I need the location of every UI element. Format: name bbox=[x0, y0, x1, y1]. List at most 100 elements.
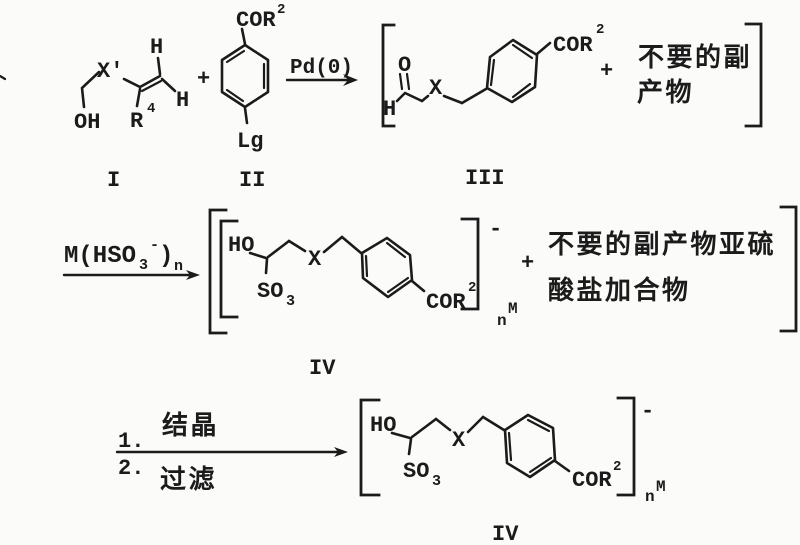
h-right-label: H bbox=[176, 88, 189, 113]
benzene-ring bbox=[503, 413, 557, 479]
bond bbox=[243, 106, 249, 125]
bond bbox=[122, 77, 142, 89]
close-bracket bbox=[616, 396, 636, 497]
bond bbox=[390, 431, 412, 440]
bond bbox=[410, 279, 426, 293]
compound-IV-product-structure: HO SO 3 X COR 2 - n M IV bbox=[370, 396, 666, 545]
bond bbox=[156, 56, 162, 76]
bisulfite-reagent-label: M(HSO bbox=[64, 243, 136, 270]
scan-artifact bbox=[0, 74, 7, 81]
cor-superscript: 2 bbox=[596, 22, 604, 38]
bond bbox=[395, 92, 406, 103]
aromatic-inner-bond bbox=[511, 82, 532, 99]
sulfonate-label: SO bbox=[257, 279, 283, 304]
condition-2-number: 2. bbox=[118, 456, 144, 481]
bond bbox=[248, 251, 268, 260]
oxygen-label: O bbox=[398, 53, 411, 78]
cor-superscript: 2 bbox=[613, 459, 621, 475]
arrow-head bbox=[343, 74, 358, 86]
open-bracket bbox=[359, 398, 381, 497]
bond bbox=[287, 239, 307, 253]
leaving-group-label: Lg bbox=[237, 129, 263, 154]
reagent-close-paren: ) bbox=[159, 243, 173, 270]
compound-III-id: III bbox=[465, 166, 505, 191]
cor-label: COR bbox=[572, 468, 612, 493]
superscript-m: M bbox=[508, 300, 518, 318]
byproduct-text-line1: 不要的副 bbox=[638, 42, 752, 73]
aromatic-inner-bond bbox=[385, 241, 407, 259]
hydroxyl-label: OH bbox=[74, 110, 100, 135]
cor-label: COR bbox=[426, 290, 466, 315]
reaction-arrow-3: 1. 结晶 2. 过滤 bbox=[115, 411, 348, 495]
reagent-subscript-3: 3 bbox=[139, 257, 148, 274]
inner-open-bracket bbox=[219, 219, 239, 319]
arrow-head bbox=[186, 270, 200, 280]
bond bbox=[466, 415, 485, 434]
aromatic-inner-bond bbox=[507, 431, 513, 462]
bond bbox=[403, 91, 424, 103]
byproduct-adduct-text-line1: 不要的副产物亚硫 bbox=[548, 229, 776, 260]
bond bbox=[160, 77, 177, 93]
sulfonate-subscript: 3 bbox=[432, 473, 441, 490]
compound-I-id: I bbox=[107, 168, 120, 193]
aromatic-inner-bond bbox=[528, 456, 553, 474]
h-top-label: H bbox=[150, 35, 163, 60]
aromatic-inner-bond bbox=[225, 49, 246, 64]
x-label: X bbox=[308, 247, 322, 272]
reagent-superscript-minus: - bbox=[150, 237, 159, 254]
r4-label: R bbox=[130, 109, 144, 134]
outer-open-bracket bbox=[208, 208, 228, 335]
bond bbox=[340, 235, 363, 255]
bond bbox=[264, 257, 269, 275]
compound-I-structure: OH X' R 4 H H I bbox=[74, 35, 189, 193]
condition-2-text: 过滤 bbox=[160, 465, 217, 495]
condition-1-text: 结晶 bbox=[162, 411, 219, 441]
superscript-m: M bbox=[656, 478, 666, 496]
x-label: X bbox=[429, 76, 443, 101]
bond bbox=[481, 415, 506, 432]
bond bbox=[322, 235, 344, 254]
compound-IV-id: IV bbox=[309, 356, 336, 381]
bond bbox=[410, 417, 438, 439]
arrow-head bbox=[334, 447, 348, 457]
bond bbox=[434, 417, 452, 432]
subscript-n: n bbox=[497, 312, 507, 330]
bond bbox=[553, 459, 571, 473]
condition-1-number: 1. bbox=[118, 429, 144, 454]
compound-II-id: II bbox=[239, 168, 265, 193]
charge-superscript: - bbox=[489, 217, 502, 242]
aromatic-inner-bond bbox=[511, 43, 534, 60]
cor-label: COR bbox=[553, 33, 593, 58]
aldehyde-h-label: H bbox=[383, 97, 396, 122]
inner-close-bracket bbox=[460, 217, 480, 311]
close-bracket bbox=[744, 22, 763, 128]
aromatic-inner-bond bbox=[386, 276, 410, 294]
byproduct-adduct-text-line2: 酸盐加合物 bbox=[548, 275, 691, 306]
outer-close-bracket bbox=[779, 205, 798, 333]
bond bbox=[535, 41, 552, 56]
bond bbox=[135, 87, 142, 108]
compound-III-structure: O H X COR 2 III bbox=[383, 22, 604, 191]
aromatic-inner-bond bbox=[364, 254, 369, 278]
sulfonate-subscript: 3 bbox=[286, 293, 295, 310]
plus-sign: + bbox=[600, 59, 613, 84]
bond bbox=[407, 437, 413, 456]
bond bbox=[460, 87, 488, 105]
reaction-arrow-2: M(HSO 3 - ) n bbox=[62, 237, 200, 280]
aromatic-inner-bond bbox=[489, 58, 496, 87]
benzene-ring bbox=[485, 38, 539, 104]
bond bbox=[80, 70, 101, 109]
plus-sign: + bbox=[521, 251, 534, 276]
cor-superscript: 2 bbox=[468, 280, 476, 296]
sulfonate-label: SO bbox=[403, 459, 429, 484]
r4-superscript: 4 bbox=[147, 101, 155, 117]
cor-superscript: 2 bbox=[277, 2, 285, 18]
open-bracket bbox=[381, 23, 396, 128]
plus-sign: + bbox=[197, 67, 210, 92]
charge-superscript: - bbox=[641, 399, 654, 424]
cor-label: COR bbox=[236, 8, 276, 33]
compound-II-structure: COR 2 Lg II bbox=[220, 2, 285, 193]
bond bbox=[240, 27, 247, 46]
benzene-ring bbox=[360, 236, 414, 299]
